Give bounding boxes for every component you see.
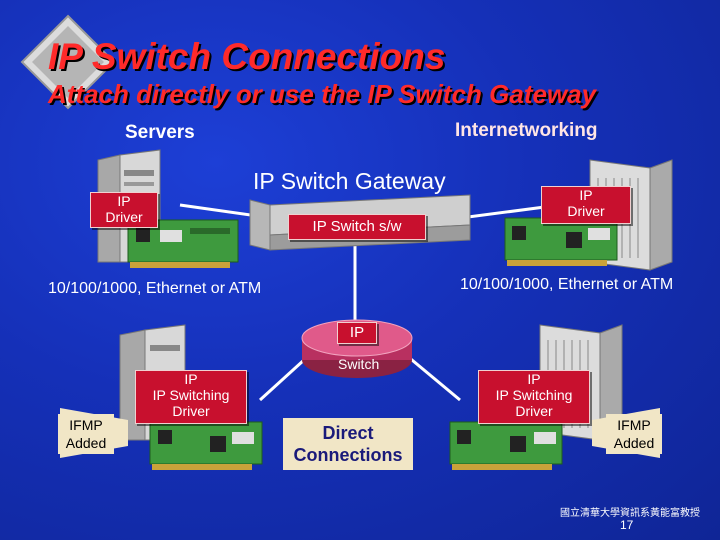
ifmp-left-line1: IFMP [69, 417, 103, 433]
diamond-logo-icon [20, 14, 116, 110]
switching-driver-tag-left: IP IP Switching Driver [135, 370, 247, 424]
nic-card-top-right [504, 217, 618, 266]
switching-driver-left-line1: IP [184, 371, 198, 387]
switching-driver-right-line2: IP Switching [495, 387, 573, 403]
switch-label: Switch [338, 356, 380, 372]
ip-driver-left-line1: IP [117, 193, 131, 209]
ip-driver-right-line2: Driver [567, 203, 605, 219]
link-label-right: 10/100/1000, Ethernet or ATM [460, 276, 674, 293]
switch-ip-tag: IP [337, 322, 377, 344]
direct-connections-line2: Connections [293, 445, 403, 465]
switching-driver-left-line3: Driver [172, 403, 210, 419]
ip-driver-right-line1: IP [579, 187, 593, 203]
footer-text: 國立清華大學資訊系黃能富教授 [560, 508, 700, 519]
ifmp-added-left: IFMP Added [58, 414, 114, 454]
ifmp-right-line1: IFMP [617, 417, 651, 433]
gateway-sw-tag: IP Switch s/w [288, 214, 426, 240]
page-number: 17 [620, 518, 634, 532]
ip-switch-disc [301, 319, 413, 378]
ip-driver-left-line2: Driver [105, 209, 143, 225]
switching-driver-right-line3: Driver [515, 403, 553, 419]
ifmp-left-line2: Added [65, 435, 107, 451]
switching-driver-tag-right: IP IP Switching Driver [478, 370, 590, 424]
direct-connections-line1: Direct [322, 423, 374, 443]
switching-driver-left-line2: IP Switching [152, 387, 230, 403]
ifmp-added-right: IFMP Added [606, 414, 662, 454]
direct-connections-bubble: Direct Connections [283, 418, 413, 470]
ip-driver-tag-right: IP Driver [541, 186, 631, 224]
nic-card-bottom-left [149, 421, 263, 470]
link-label-left: 10/100/1000, Ethernet or ATM [48, 280, 262, 297]
gateway-label: IP Switch Gateway [253, 168, 446, 194]
ifmp-right-line2: Added [613, 435, 655, 451]
slide-title: IP Switch Connections [48, 36, 446, 77]
slide-subtitle: Attach directly or use the IP Switch Gat… [48, 79, 597, 109]
internetworking-label: Internetworking [455, 120, 598, 141]
nic-card-bottom-right [449, 421, 563, 470]
ip-driver-tag-left: IP Driver [90, 192, 158, 228]
switching-driver-right-line1: IP [527, 371, 541, 387]
servers-label: Servers [125, 122, 195, 143]
